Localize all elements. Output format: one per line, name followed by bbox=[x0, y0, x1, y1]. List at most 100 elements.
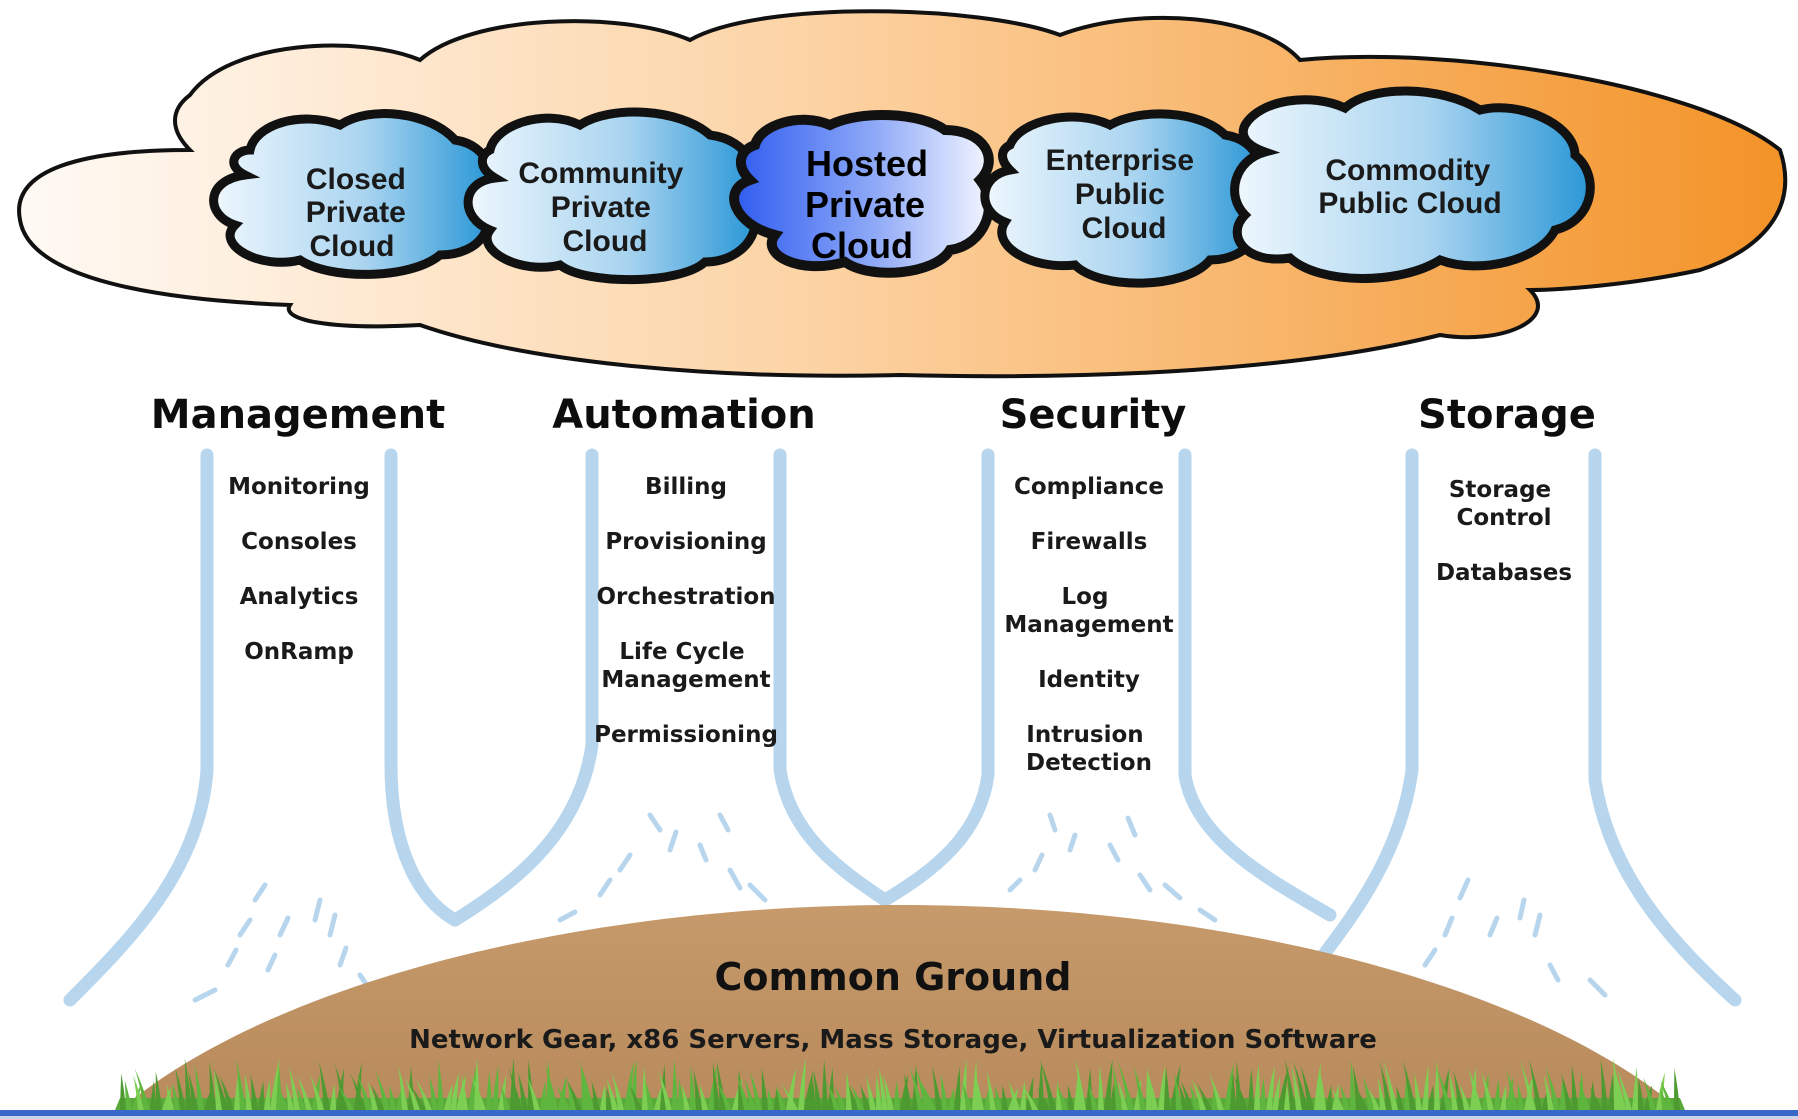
grass-blade bbox=[606, 1077, 618, 1110]
grass-blade bbox=[775, 1085, 786, 1110]
grass-blade bbox=[1314, 1062, 1321, 1110]
grass-blade bbox=[1434, 1060, 1440, 1110]
stream-dashes bbox=[192, 812, 1608, 1003]
grass-blade bbox=[1608, 1073, 1614, 1110]
grass-blade bbox=[492, 1065, 499, 1110]
grass-blade bbox=[1174, 1073, 1182, 1110]
grass-blade bbox=[909, 1066, 924, 1110]
common-ground-title: Common Ground bbox=[715, 955, 1072, 999]
grass-blade bbox=[1212, 1085, 1218, 1110]
list-item: Compliance bbox=[1014, 474, 1164, 500]
grass-blade bbox=[410, 1085, 426, 1110]
grass-blade bbox=[350, 1073, 366, 1110]
grass-blade bbox=[1674, 1068, 1680, 1110]
grass-blade bbox=[781, 1082, 798, 1110]
grass-blade bbox=[1528, 1058, 1542, 1110]
grass-blade bbox=[761, 1068, 768, 1110]
grass-blade bbox=[882, 1074, 894, 1110]
grass-blade bbox=[1086, 1068, 1092, 1110]
grass-blade bbox=[438, 1060, 444, 1110]
grass-blade bbox=[1164, 1067, 1170, 1110]
grass-blade bbox=[986, 1070, 996, 1110]
grass-blade bbox=[786, 1067, 797, 1110]
grass-blade bbox=[374, 1069, 390, 1110]
grass-blade bbox=[654, 1083, 664, 1110]
grass-blade bbox=[846, 1072, 852, 1110]
grass-blade bbox=[1396, 1085, 1404, 1110]
grass-blade bbox=[1117, 1080, 1128, 1110]
grass-blade bbox=[1589, 1087, 1602, 1110]
grass-blade bbox=[1404, 1070, 1410, 1110]
grass-blade bbox=[544, 1063, 558, 1110]
grass-blade bbox=[1189, 1082, 1200, 1110]
grass-blade bbox=[1299, 1064, 1314, 1110]
grass-blade bbox=[798, 1058, 806, 1110]
grass-blade bbox=[600, 1084, 607, 1110]
grass-blade bbox=[1037, 1087, 1050, 1110]
bottom-divider-shadow bbox=[0, 1116, 1798, 1119]
grass-blade bbox=[367, 1081, 378, 1110]
list-item: Monitoring bbox=[228, 474, 370, 500]
grass-blade bbox=[1272, 1076, 1281, 1110]
grass-blade bbox=[258, 1080, 265, 1110]
grass-blade bbox=[848, 1085, 858, 1110]
grass-blade bbox=[1616, 1067, 1632, 1110]
grass-blade bbox=[285, 1081, 294, 1110]
list-item: Permissioning bbox=[594, 722, 778, 748]
grass-blade bbox=[296, 1074, 312, 1110]
grass-blade bbox=[540, 1081, 547, 1110]
grass-blade bbox=[1232, 1073, 1248, 1110]
grass-blade bbox=[370, 1083, 384, 1110]
cloud-community-private: Community Private Cloud bbox=[463, 107, 760, 285]
grass-blade bbox=[1196, 1082, 1212, 1110]
grass-blade bbox=[1146, 1066, 1152, 1110]
grass-blade bbox=[834, 1086, 846, 1110]
grass-blade bbox=[1560, 1079, 1566, 1110]
grass-blade bbox=[1158, 1065, 1166, 1110]
grass-blade bbox=[810, 1078, 816, 1110]
grass-blade bbox=[657, 1070, 672, 1110]
grass-blade bbox=[774, 1087, 780, 1110]
grass-blade bbox=[517, 1072, 528, 1110]
list-item: Databases bbox=[1436, 560, 1572, 586]
grass-blade bbox=[914, 1065, 930, 1110]
grass-blade bbox=[1459, 1083, 1470, 1110]
grass-blade bbox=[975, 1075, 984, 1110]
bottom-divider bbox=[0, 1110, 1798, 1116]
grass-blade bbox=[865, 1075, 876, 1110]
grass-blade bbox=[1331, 1087, 1344, 1110]
grass-blade bbox=[644, 1079, 654, 1110]
grass-blade bbox=[1224, 1062, 1234, 1110]
grass-blade bbox=[1039, 1058, 1056, 1110]
grass-blade bbox=[1428, 1085, 1435, 1110]
grass-blade bbox=[672, 1059, 678, 1110]
pillar-heading-storage: Storage bbox=[1418, 392, 1596, 438]
grass-blade bbox=[813, 1069, 822, 1110]
grass-blade bbox=[1448, 1070, 1458, 1110]
common-ground-hill bbox=[120, 905, 1680, 1110]
list-item: Firewalls bbox=[1031, 529, 1148, 555]
cloud-commodity-public: Commodity Public Cloud bbox=[1230, 86, 1595, 283]
grass-blade bbox=[940, 1073, 948, 1110]
grass-blade bbox=[878, 1067, 888, 1110]
grass-blade bbox=[591, 1081, 600, 1110]
list-item: OnRamp bbox=[244, 639, 354, 665]
cloud-hosted-private: Hosted Private Cloud bbox=[729, 110, 994, 278]
grass-blade bbox=[1422, 1065, 1429, 1110]
grass-blade bbox=[1260, 1077, 1266, 1110]
grass-blade bbox=[954, 1066, 961, 1110]
grass-blade bbox=[236, 1059, 246, 1110]
grass-blade bbox=[1056, 1084, 1068, 1110]
grass-blade bbox=[642, 1066, 648, 1110]
grass-blade bbox=[690, 1065, 696, 1110]
pillar-heading-automation: Automation bbox=[552, 392, 816, 438]
grass-blade bbox=[1291, 1064, 1302, 1110]
grass-blade bbox=[527, 1076, 540, 1110]
grass-blade bbox=[1180, 1080, 1194, 1110]
list-item: Storage Control bbox=[1449, 477, 1559, 531]
grass-blade bbox=[429, 1074, 438, 1110]
grass-blade bbox=[124, 1080, 132, 1110]
grass-blade bbox=[184, 1058, 192, 1110]
pillar-streams bbox=[63, 448, 1742, 1007]
